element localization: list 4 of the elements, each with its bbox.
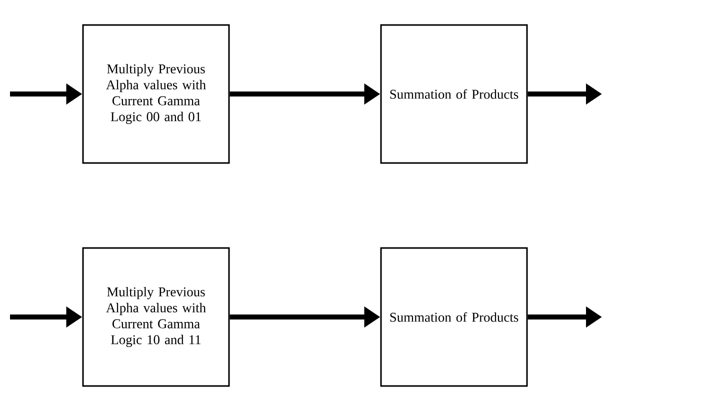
process-box: Multiply Previous Alpha values with Current Gamma Logic 00 and 01 (82, 24, 230, 164)
process-box: Summation of Products (380, 247, 528, 387)
process-box: Multiply Previous Alpha values with Current Gamma Logic 10 and 11 (82, 247, 230, 387)
process-box: Summation of Products (380, 24, 528, 164)
